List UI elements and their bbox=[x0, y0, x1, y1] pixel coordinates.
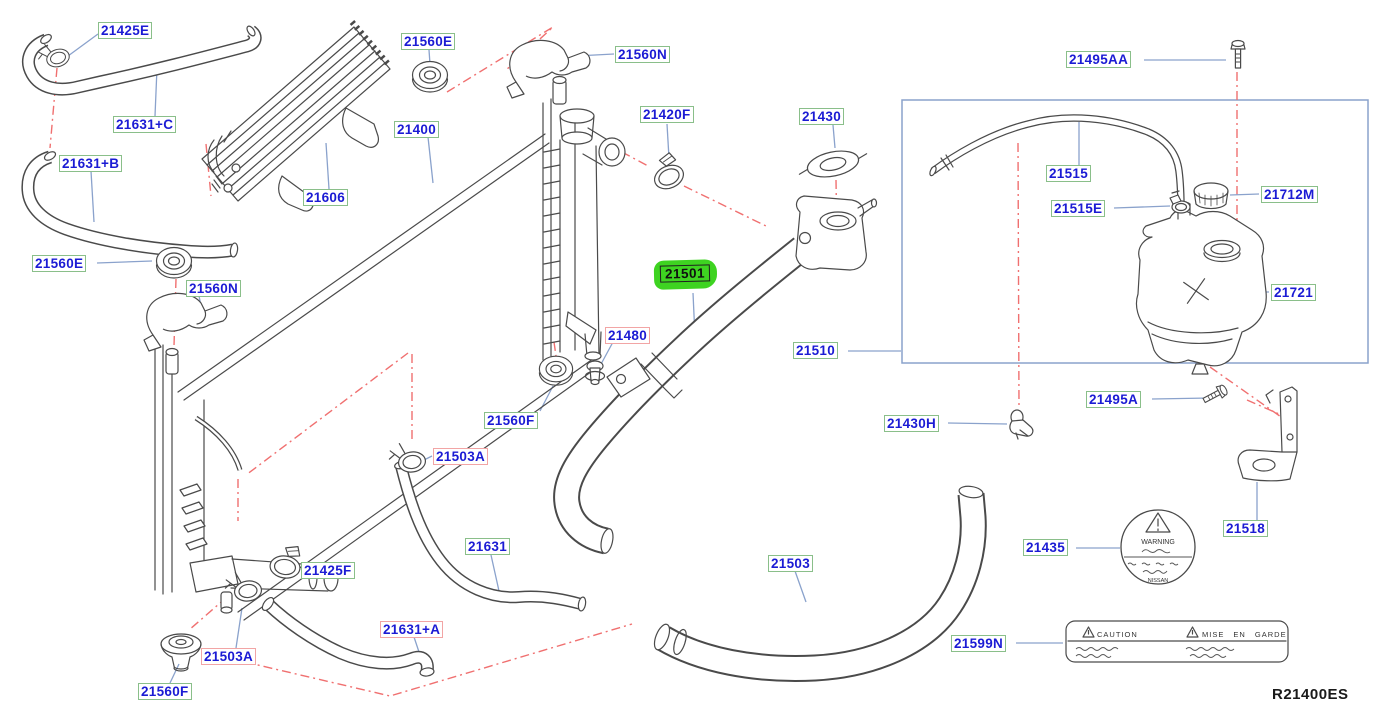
hose-21631c-drawing bbox=[22, 25, 262, 96]
part-label-21560F-upper[interactable]: 21560F bbox=[484, 412, 538, 429]
part-label-21495A[interactable]: 21495A bbox=[1086, 391, 1142, 408]
clamp-21503a-right bbox=[386, 439, 428, 476]
part-label-21631C[interactable]: 21631+C bbox=[113, 116, 177, 133]
mount-21560f-lower bbox=[160, 633, 202, 672]
part-label-21430H[interactable]: 21430H bbox=[884, 415, 940, 432]
warning-decal-heading: WARNING bbox=[1141, 539, 1175, 546]
part-label-21501-highlighted[interactable]: 21501 bbox=[653, 259, 718, 290]
reservoir-tank-drawing bbox=[1135, 182, 1267, 375]
part-label-21495AA[interactable]: 21495AA bbox=[1066, 51, 1132, 68]
part-label-21510[interactable]: 21510 bbox=[793, 342, 839, 359]
caution-decal-heading-right: MISE EN GARDE bbox=[1202, 630, 1287, 639]
oil-cooler-drawing bbox=[201, 20, 391, 212]
part-label-21631B[interactable]: 21631+B bbox=[59, 155, 123, 172]
bracket-21560n-top bbox=[506, 39, 591, 99]
hose-21631b-drawing bbox=[21, 150, 239, 259]
part-label-21712M[interactable]: 21712M bbox=[1261, 186, 1318, 203]
part-label-21425F[interactable]: 21425F bbox=[301, 562, 355, 579]
part-label-21631[interactable]: 21631 bbox=[465, 538, 511, 555]
bracket-21518 bbox=[1237, 386, 1298, 482]
part-label-21560E-left[interactable]: 21560E bbox=[32, 255, 87, 272]
diagram-code: R21400ES bbox=[1272, 686, 1349, 703]
caution-decal-heading-left: CAUTION bbox=[1097, 630, 1138, 639]
leader-lines bbox=[67, 33, 1269, 684]
part-label-21420F[interactable]: 21420F bbox=[640, 106, 694, 123]
part-label-21721[interactable]: 21721 bbox=[1271, 284, 1317, 301]
part-label-21606[interactable]: 21606 bbox=[303, 189, 349, 206]
caution-decal: CAUTION MISE EN GARDE bbox=[1065, 620, 1289, 663]
mount-21560f-upper bbox=[538, 355, 574, 386]
part-label-21515[interactable]: 21515 bbox=[1046, 165, 1092, 182]
reservoir-group-box bbox=[901, 99, 1369, 364]
bracket-21560n-left bbox=[143, 292, 228, 352]
part-label-21518[interactable]: 21518 bbox=[1223, 520, 1269, 537]
part-label-21400[interactable]: 21400 bbox=[394, 121, 440, 138]
part-label-21560N-top[interactable]: 21560N bbox=[615, 46, 671, 63]
part-label-21560N-left[interactable]: 21560N bbox=[186, 280, 242, 297]
part-label-21631A[interactable]: 21631+A bbox=[380, 621, 444, 638]
part-label-21501-text: 21501 bbox=[659, 264, 711, 283]
part-label-21503A-right[interactable]: 21503A bbox=[433, 448, 489, 465]
part-label-21515E[interactable]: 21515E bbox=[1051, 200, 1106, 217]
grommet-21560e-top bbox=[411, 60, 449, 93]
clamp-21420f bbox=[645, 150, 688, 194]
hose-21501-drawing bbox=[553, 237, 811, 555]
part-label-21430[interactable]: 21430 bbox=[799, 108, 845, 125]
hose-21515-drawing bbox=[929, 114, 1185, 212]
part-label-21560F-lower[interactable]: 21560F bbox=[138, 683, 192, 700]
warning-decal-brand: NISSAN bbox=[1148, 578, 1169, 584]
drain-plug-21480 bbox=[584, 360, 606, 386]
bolt-21495a bbox=[1200, 382, 1230, 407]
hose-21503-drawing bbox=[653, 485, 987, 682]
water-inlet-housing-drawing bbox=[795, 150, 878, 271]
hose-21631a-drawing bbox=[261, 596, 435, 677]
part-label-21599N[interactable]: 21599N bbox=[951, 635, 1007, 652]
part-label-21503A-left[interactable]: 21503A bbox=[201, 648, 257, 665]
part-label-21435[interactable]: 21435 bbox=[1023, 539, 1069, 556]
part-label-21503[interactable]: 21503 bbox=[768, 555, 814, 572]
part-label-21480[interactable]: 21480 bbox=[605, 327, 651, 344]
clamp-21425f bbox=[268, 542, 304, 581]
clip-21430h bbox=[1009, 409, 1034, 440]
part-label-21560E-top[interactable]: 21560E bbox=[401, 33, 456, 50]
part-label-21425E[interactable]: 21425E bbox=[98, 22, 153, 39]
grommet-21560e-left bbox=[155, 246, 193, 279]
bolt-21495aa bbox=[1230, 39, 1246, 69]
warning-decal: WARNING NISSAN bbox=[1120, 509, 1196, 585]
